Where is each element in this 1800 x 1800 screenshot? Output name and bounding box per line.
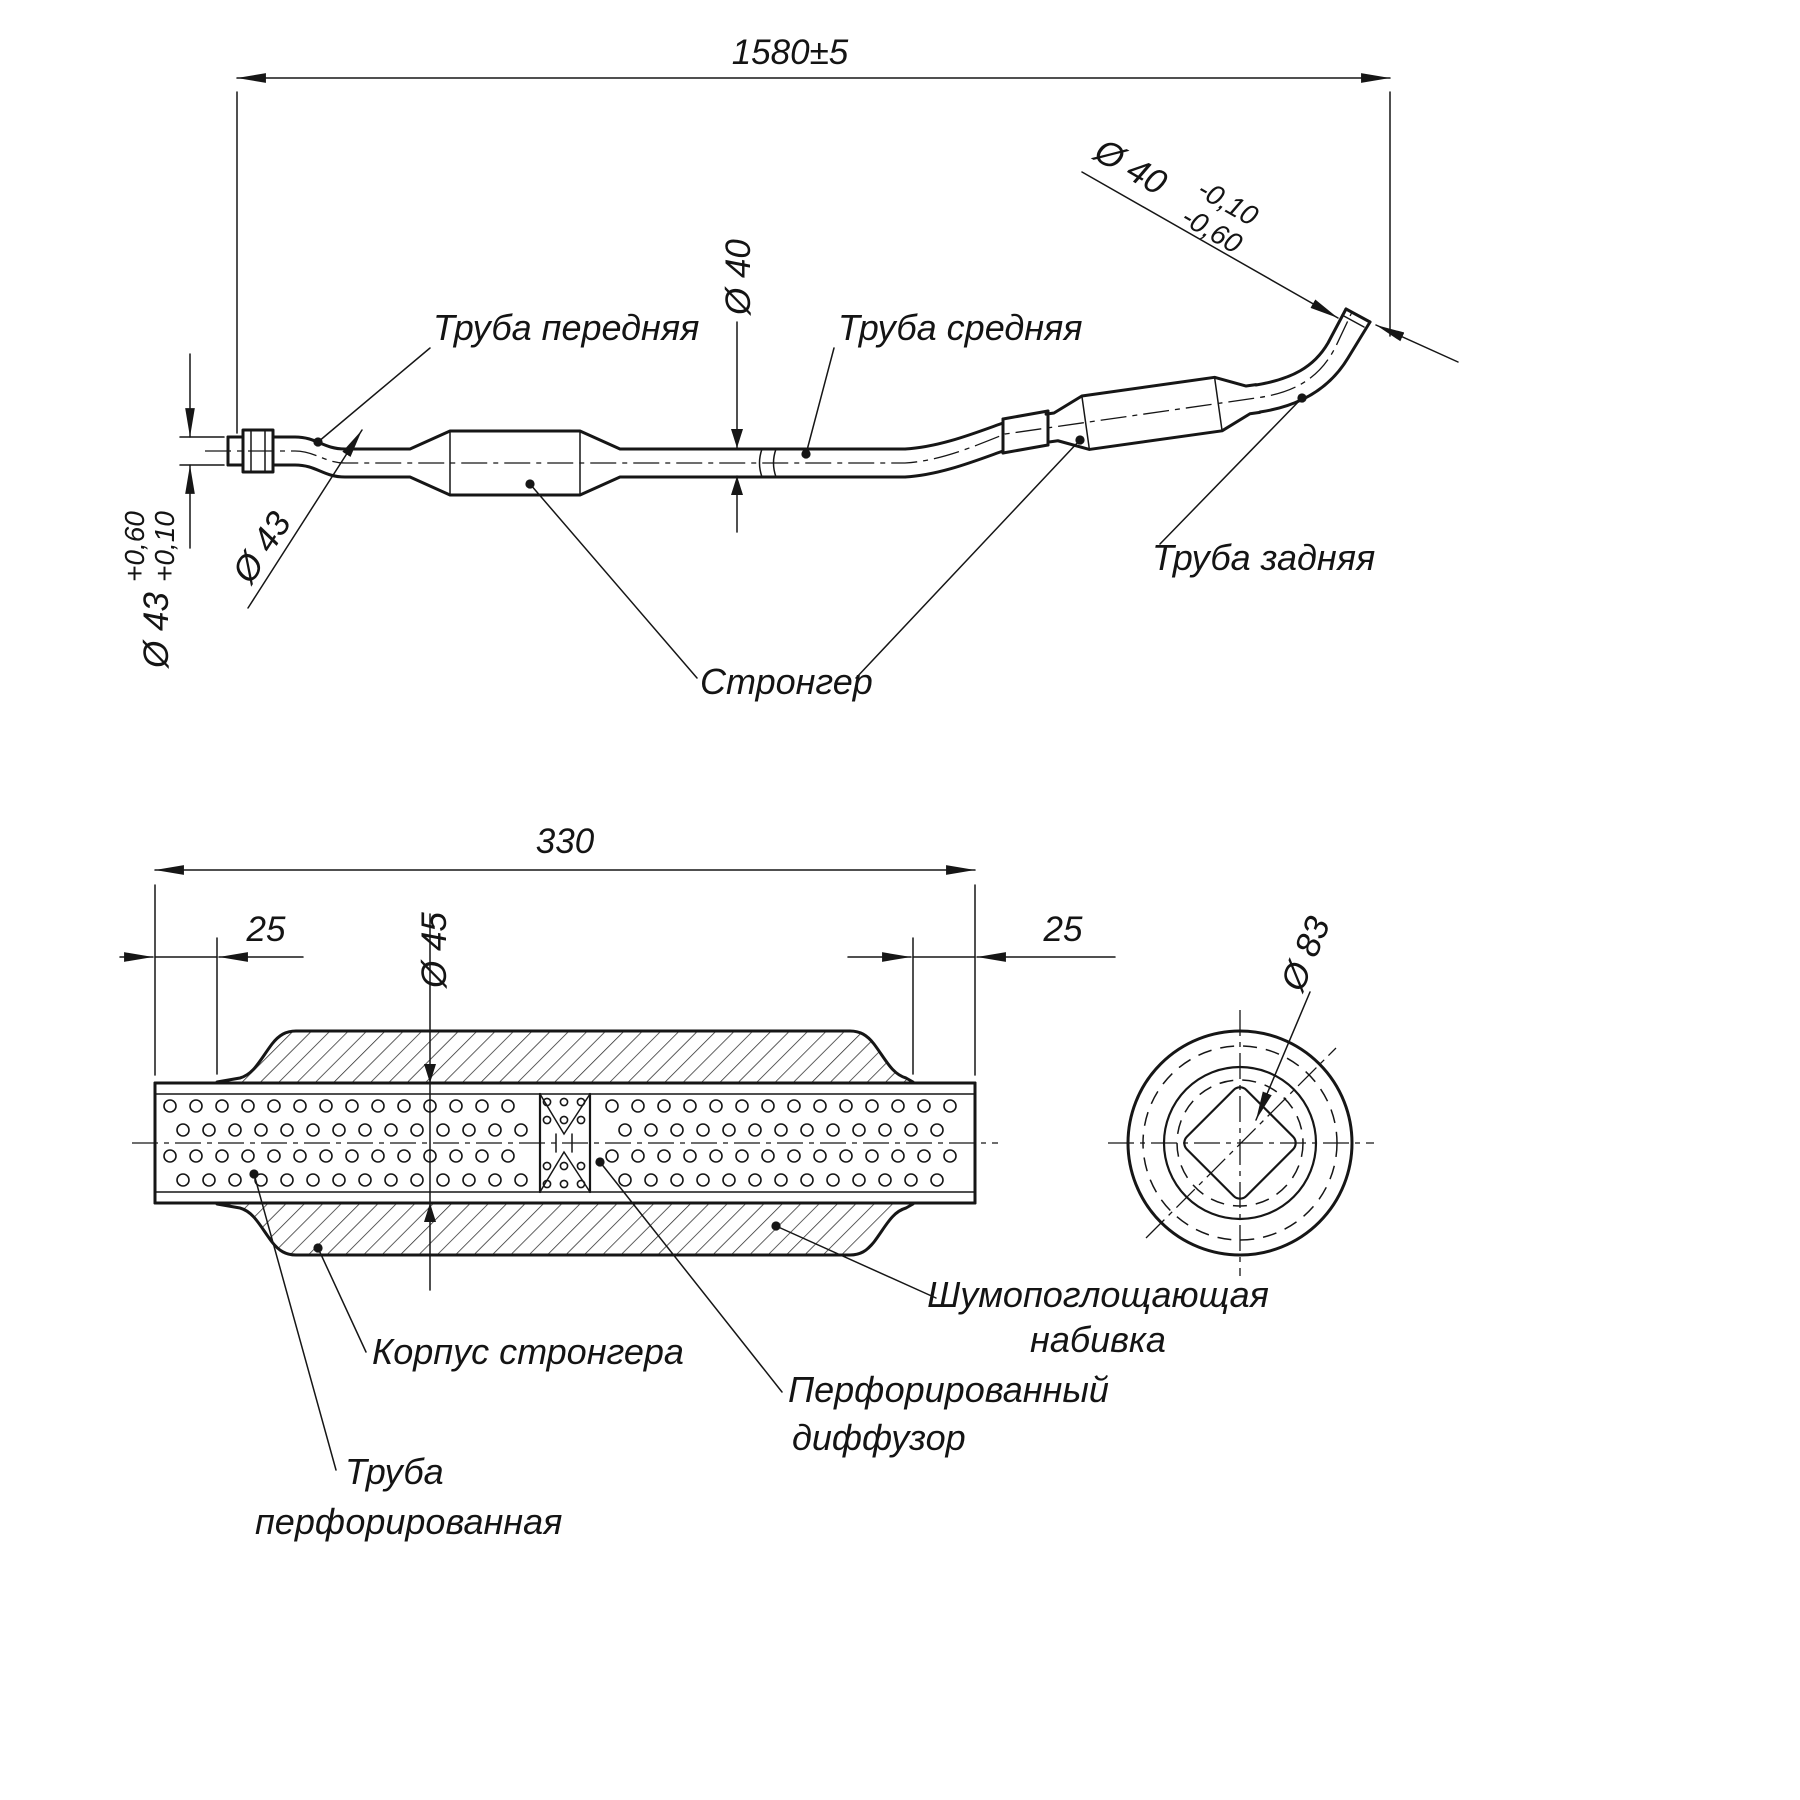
dim-middle-pipe-text: Ø 40 xyxy=(719,239,758,316)
dim-front-tol-upper: +0,60 xyxy=(119,511,150,582)
diffuser xyxy=(538,1092,592,1194)
section-view-labels: Шумопоглощающая набивка Корпус стронгера… xyxy=(249,1157,1269,1542)
dim-pipe-dia-45: Ø 45 xyxy=(415,912,454,1291)
label-resonator: Стронгер xyxy=(700,661,873,702)
dim-rear-pipe-dia: Ø 40 -0,10 -0,60 xyxy=(1081,131,1459,363)
diffuser-perforations xyxy=(542,1097,586,1189)
padding-hatch-top xyxy=(222,1031,910,1083)
perforations xyxy=(163,1099,957,1187)
dim-pipe-dia-text: Ø 45 xyxy=(415,912,454,989)
assembly-centerline xyxy=(205,311,1353,464)
dim-shell-dia-text: Ø 83 xyxy=(1273,911,1338,997)
dim-front-flange-dia: Ø 43 xyxy=(224,429,363,609)
dim-overall-length: 1580±5 xyxy=(236,33,1391,434)
dim-front-pipe-dia: Ø 43 +0,60 +0,10 xyxy=(119,353,225,669)
label-perf-pipe-line2: перфорированная xyxy=(255,1501,562,1542)
coupling-sleeve xyxy=(1001,409,1050,455)
dim-right-25-text: 25 xyxy=(1043,910,1083,949)
dim-rear-pipe-text: Ø 40 xyxy=(1087,131,1174,203)
label-padding-line2: набивка xyxy=(1030,1319,1166,1360)
dim-overall-text: 1580±5 xyxy=(732,33,849,72)
label-body: Корпус стронгера xyxy=(372,1331,684,1372)
top-view: 1580±5 xyxy=(119,33,1459,702)
rear-pipe xyxy=(1254,307,1372,414)
resonator-rear xyxy=(1044,375,1262,451)
dim-front-pipe-text: Ø 43 xyxy=(137,592,176,669)
dim-length-text: 330 xyxy=(536,822,595,861)
top-view-labels: Труба передняя Труба средняя Труба задня… xyxy=(313,307,1375,702)
dim-middle-pipe-dia: Ø 40 xyxy=(719,239,758,533)
dim-front-tol-lower: +0,10 xyxy=(149,511,180,582)
label-front-pipe: Труба передняя xyxy=(433,307,699,348)
end-view: Ø 83 xyxy=(1108,911,1374,1276)
label-rear-pipe: Труба задняя xyxy=(1152,537,1375,578)
label-perf-pipe-line1: Труба xyxy=(345,1451,444,1492)
label-padding-line1: Шумопоглощающая xyxy=(927,1274,1269,1315)
dim-right-25: 25 xyxy=(847,910,1116,1075)
resonator-front xyxy=(396,429,630,497)
label-middle-pipe: Труба средняя xyxy=(838,307,1083,348)
perforated-pipe xyxy=(132,1081,998,1205)
label-diffuser-line2: диффузор xyxy=(792,1417,966,1458)
middle-pipe xyxy=(626,421,1005,479)
dim-left-25-text: 25 xyxy=(246,910,286,949)
dim-length-330: 330 xyxy=(154,822,976,1076)
dim-left-25: 25 xyxy=(119,910,304,1075)
label-diffuser-line1: Перфорированный xyxy=(788,1369,1109,1410)
section-view: 330 25 25 Ø 45 xyxy=(119,822,1374,1542)
padding-hatch-bottom xyxy=(222,1203,910,1255)
front-pipe xyxy=(226,428,400,479)
dim-front-flange-text: Ø 43 xyxy=(224,505,299,591)
shell-body xyxy=(215,1029,915,1257)
